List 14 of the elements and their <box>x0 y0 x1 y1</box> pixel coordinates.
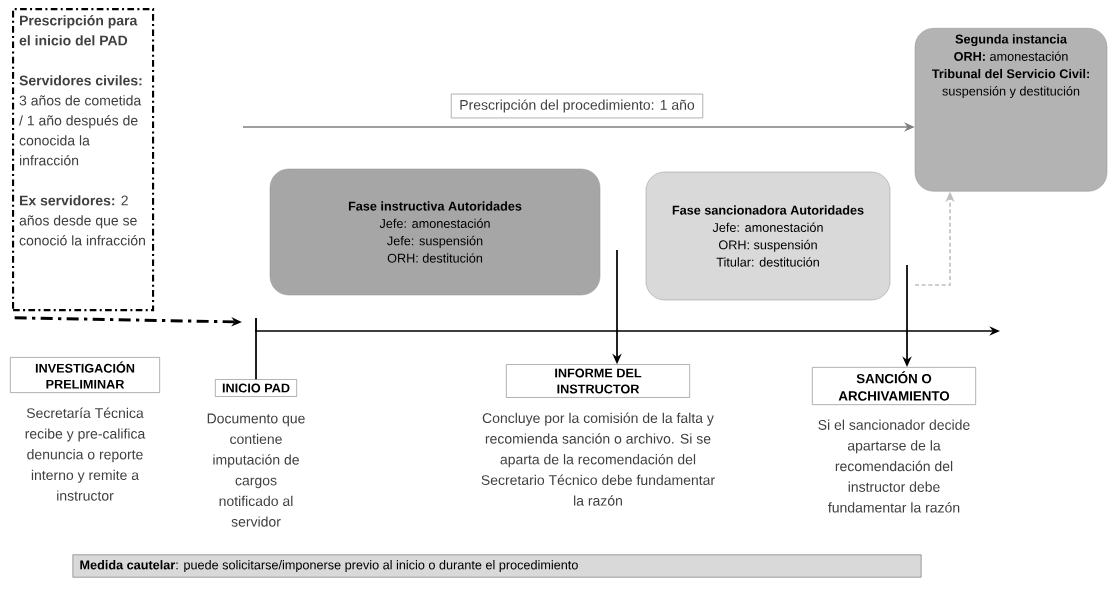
phase-box: Fase instructiva Autoridades Jefe: amonestación Jefe: suspensión ORH: destitución <box>269 168 601 296</box>
note-band: Medida cautelar: puede solicitarse/imponerse previo al inicio o durante el procedimiento <box>72 554 922 578</box>
note-box: Prescripción para el inicio del PAD Servidores civiles: 3 años de cometida / 1 año después de conocida la infracción Ex servidores: 2 años desde que se conoció la infracción <box>12 8 155 312</box>
phase-box: Fase sancionadora Autoridades Jefe: amonestación ORH: suspensión Titular: destitución <box>645 171 891 301</box>
description-text: Si el sancionador decide apartarse de la recomendación del instructor debe fundamentar la razón <box>818 419 970 513</box>
stage-box: INICIO PAD <box>215 379 297 397</box>
edge-label: Prescripción del procedimiento: 1 año <box>450 93 704 119</box>
stage-box: INFORME DEL INSTRUCTOR <box>506 364 690 398</box>
description-text: Concluye por la comisión de la falta y recomienda sanción o archivo. Si se aparta de la recomendación del Secretario Técnico debe fundamentar la razón <box>481 412 715 506</box>
description-text: Secretaría Técnica recibe y pre-califica denuncia o reporte interno y remite a instructor <box>25 407 146 501</box>
stage-box: SANCIÓN O ARCHIVAMIENTO <box>812 367 976 405</box>
stage-box: INVESTIGACIÓN PRELIMINAR <box>10 357 160 393</box>
instance-box: Segunda instancia ORH: amonestación Tribunal del Servicio Civil: suspensión y destitución <box>914 28 1108 192</box>
description-text: Documento que contiene imputación de cargos notificado al servidor <box>207 413 305 527</box>
